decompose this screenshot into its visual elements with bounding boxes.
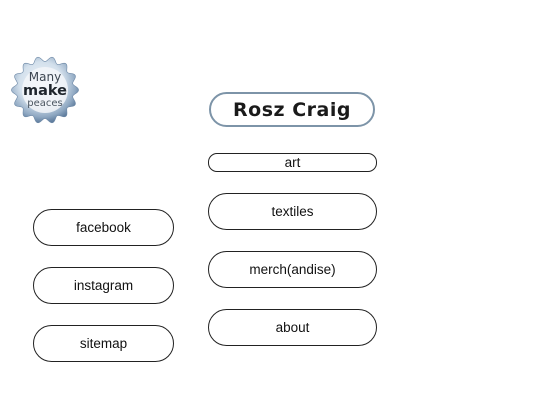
facebook-button[interactable]: facebook <box>33 209 174 246</box>
nav-art-button[interactable]: art <box>208 153 377 172</box>
site-title-box: Rosz Craig <box>209 92 375 127</box>
nav-about-button[interactable]: about <box>208 309 377 346</box>
site-logo[interactable]: Many make peaces <box>11 56 79 124</box>
site-title: Rosz Craig <box>233 98 351 121</box>
logo-text-make: make <box>23 83 67 100</box>
sitemap-button[interactable]: sitemap <box>33 325 174 362</box>
logo-text-peaces: peaces <box>27 97 63 109</box>
nav-merchandise-button[interactable]: merch(andise) <box>208 251 377 288</box>
instagram-button[interactable]: instagram <box>33 267 174 304</box>
nav-textiles-button[interactable]: textiles <box>208 193 377 230</box>
badge-icon <box>11 56 79 124</box>
logo-text-many: Many <box>28 70 62 85</box>
